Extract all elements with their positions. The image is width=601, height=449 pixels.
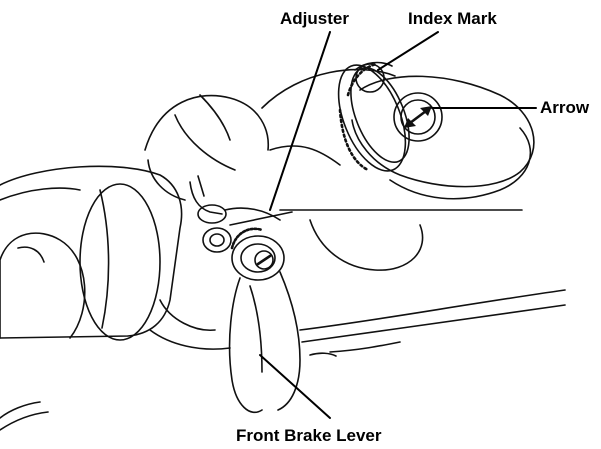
adjuster-dial xyxy=(325,56,421,181)
handlebar-grip xyxy=(0,166,182,430)
index-mark-leader xyxy=(378,32,438,70)
adjuster-label: Adjuster xyxy=(280,9,349,28)
master-cylinder-housing xyxy=(145,70,530,350)
arrow-label: Arrow xyxy=(540,98,590,117)
brake-lever xyxy=(190,176,565,412)
leader-lines xyxy=(260,32,536,418)
front-brake-lever-leader xyxy=(260,355,330,418)
index-mark-label: Index Mark xyxy=(408,9,497,28)
front-brake-lever-label: Front Brake Lever xyxy=(236,426,382,445)
adjuster-leader xyxy=(270,32,330,210)
